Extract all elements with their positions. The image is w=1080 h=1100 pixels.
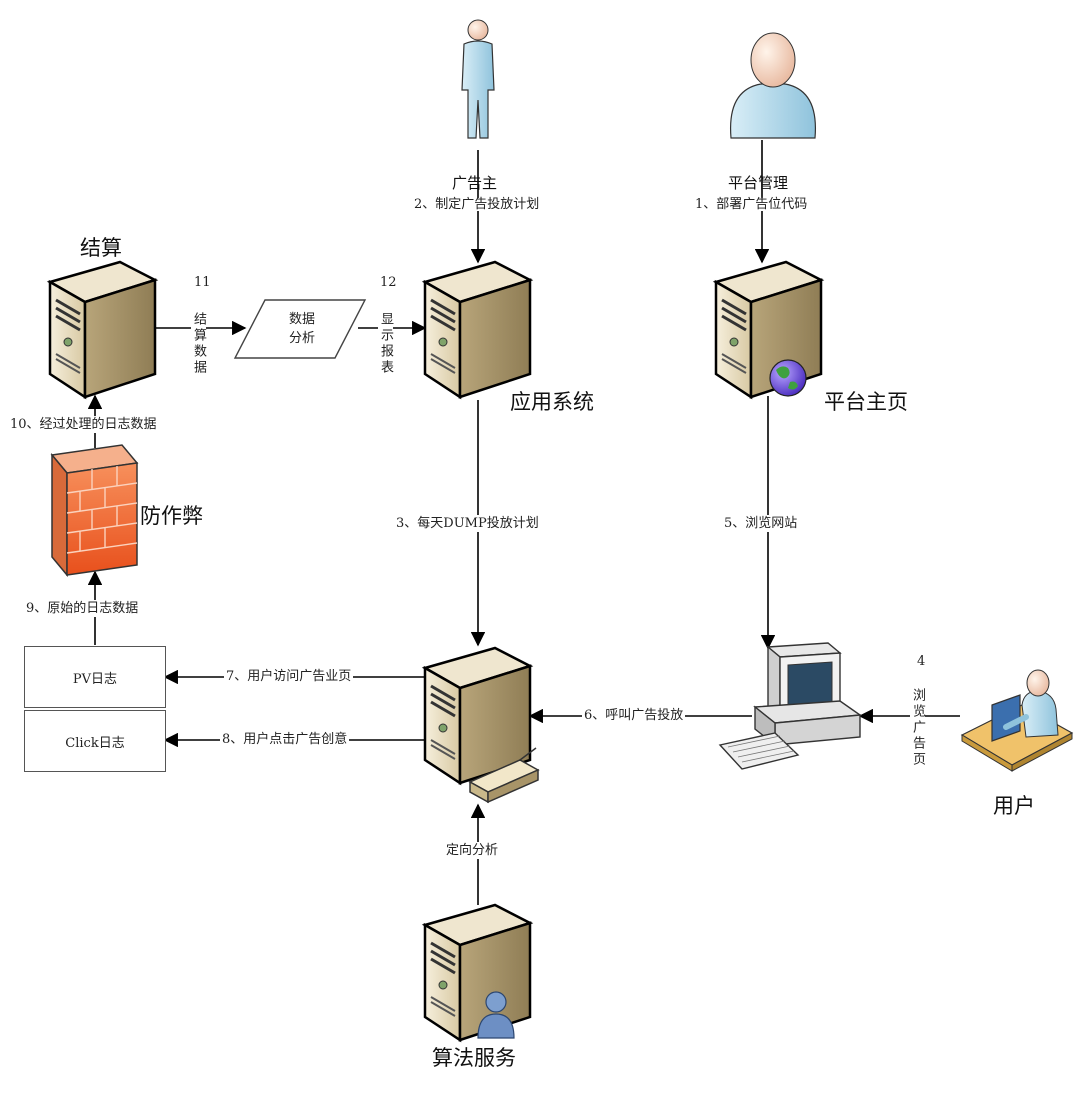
data-analysis-label: 数据 分析 [288, 312, 315, 346]
anti-fraud-label: 防作弊 [140, 504, 203, 528]
algorithm-service-label: 算法服务 [432, 1046, 516, 1070]
edge-label-7: 7、用户访问广告业页 [224, 669, 354, 684]
advertiser-label: 广告主 [452, 174, 498, 192]
edge-label-5: 5、浏览网站 [724, 515, 798, 532]
globe-icon [769, 359, 807, 397]
user-at-desk-icon [960, 669, 1074, 772]
edge-label-4-number: 4 [917, 654, 926, 669]
edge-label-11-text: 结算数据 [191, 310, 206, 378]
algorithm-person-icon [477, 991, 515, 1039]
edge-label-1: 1、部署广告位代码 [695, 197, 808, 212]
user-label: 用户 [993, 794, 1035, 818]
app-system-label: 应用系统 [510, 390, 594, 414]
advertiser-person-icon [461, 19, 495, 139]
edge-label-4-text: 浏览广告页 [910, 686, 925, 770]
firewall-icon [50, 444, 139, 578]
edge-label-11-number: 11 [194, 275, 211, 290]
edge-label-12-text: 显示报表 [378, 310, 393, 378]
platform-home-label: 平台主页 [824, 390, 908, 414]
settlement-label: 结算 [80, 236, 122, 260]
router-icon [468, 747, 540, 804]
edge-label-12-number: 12 [380, 275, 397, 290]
data-analysis-shape [233, 299, 367, 359]
edge-label-6: 6、呼叫广告投放 [582, 708, 686, 723]
settlement-server-icon [48, 260, 157, 399]
edge-label-9: 9、原始的日志数据 [26, 600, 139, 617]
computer-icon [718, 642, 862, 770]
edge-label-2: 2、制定广告投放计划 [414, 197, 540, 212]
admin-person-icon [729, 32, 817, 139]
pv-log-box: PV日志 [24, 646, 166, 708]
edge-label-8: 8、用户点击广告创意 [220, 732, 350, 747]
platform-admin-label: 平台管理 [728, 174, 789, 192]
algorithm-server-icon [423, 903, 532, 1042]
click-log-box: Click日志 [24, 710, 166, 772]
edge-label-targeting: 定向分析 [446, 842, 499, 859]
app-system-server-icon [423, 260, 532, 399]
edge-label-3: 3、每天DUMP投放计划 [396, 515, 539, 532]
edge-label-10: 10、经过处理的日志数据 [10, 416, 157, 433]
